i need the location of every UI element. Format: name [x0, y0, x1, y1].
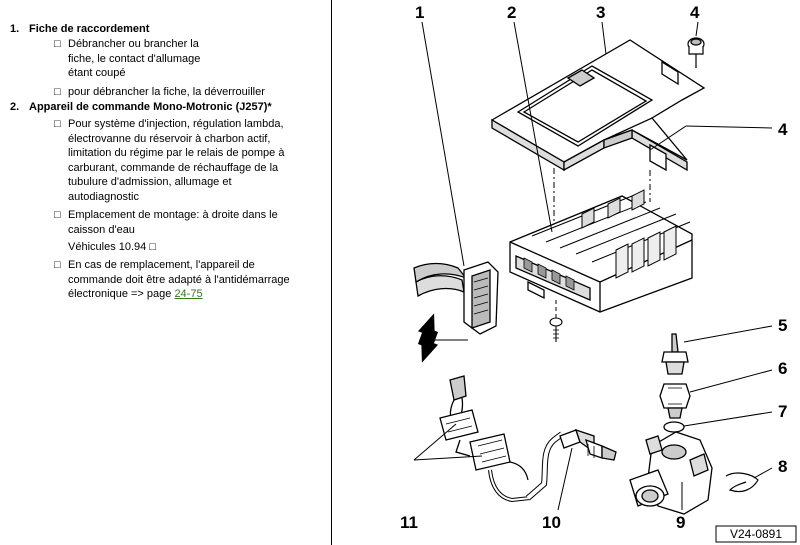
checkbox-icon: □ — [54, 86, 61, 98]
bullet-line: électrovanne du réservoir à charbon acti… — [68, 132, 271, 145]
vertical-divider — [331, 0, 332, 545]
bullet-line: tubulure d'admission, allumage et — [68, 176, 232, 188]
legend-item-title: Fiche de raccordement — [29, 23, 150, 35]
legend-bullet: □ En cas de remplacement, l'appareil de … — [54, 258, 326, 302]
bullet-line: électronique => page — [68, 288, 172, 300]
legend-bullet: Véhicules 10.94 □ — [68, 240, 340, 255]
legend-bullet: □ Emplacement de montage: à droite dans … — [54, 208, 326, 237]
connector-plug — [413, 261, 499, 335]
bullet-line: fiche, le contact d'allumage — [68, 52, 201, 65]
leader-lines — [413, 21, 773, 511]
checkbox-icon: □ — [54, 259, 61, 271]
callout-2: 2 — [507, 3, 516, 22]
legend-bullet: □ Pour système d'injection, régulation l… — [54, 117, 326, 204]
lambda-probe — [526, 428, 617, 501]
control-unit-body — [509, 189, 693, 313]
diagram-svg: 1 2 3 4 4 5 6 7 8 9 10 11 V24-0891 — [400, 3, 797, 543]
figure-reference-box — [715, 525, 797, 543]
callout-6: 6 — [778, 359, 787, 378]
callout-4-top: 4 — [690, 3, 700, 22]
bullet-line: caisson d'eau — [68, 223, 135, 236]
callout-10: 10 — [542, 513, 561, 532]
exploded-diagram: 1 2 3 4 4 5 6 7 8 9 10 11 V24-0891 — [332, 0, 800, 545]
bullet-line: Véhicules 10.94 — [68, 241, 147, 253]
bullet-line: Emplacement de montage: à droite dans le — [68, 209, 278, 221]
legend-item-number: 1. — [10, 23, 20, 35]
checkbox-icon: □ — [54, 118, 61, 130]
callout-3: 3 — [596, 3, 605, 22]
callout-9: 9 — [676, 513, 685, 532]
harness-connectors — [439, 375, 531, 503]
legend-item-title: Appareil de commande Mono-Motronic (J257… — [29, 101, 272, 113]
bullet-line: En cas de remplacement, l'appareil de — [68, 259, 255, 271]
legend-item-number: 2. — [10, 101, 20, 113]
bullet-line: Débrancher ou brancher la — [68, 38, 199, 50]
bullet-line: autodiagnostic — [68, 190, 139, 203]
callout-4-bracket: 4 — [778, 120, 788, 139]
screw-bottom — [549, 317, 563, 342]
bullet-line: Pour système d'injection, régulation lam… — [68, 118, 284, 130]
callout-8: 8 — [778, 457, 787, 476]
checkbox-icon: □ — [149, 241, 156, 253]
bullet-line: pour débrancher la fiche, la déverrouill… — [68, 86, 265, 98]
bullet-line: limitation du régime par le relais de po… — [68, 147, 285, 159]
checkbox-icon: □ — [54, 38, 61, 50]
bullet-line: étant coupé — [68, 67, 126, 79]
sensor-stack — [659, 333, 691, 433]
bolt-top — [687, 37, 705, 68]
callout-11: 11 — [400, 513, 418, 532]
legend-item-1-title: 1. Fiche de raccordement — [10, 22, 149, 37]
bullet-line: carburant, commande de réchauffage de la — [68, 161, 279, 174]
legend-panel: 1. Fiche de raccordement □ Débrancher ou … — [0, 0, 331, 545]
retaining-clip — [725, 472, 759, 493]
figure-reference: V24-0891 — [730, 527, 782, 541]
callout-7: 7 — [778, 402, 787, 421]
bracket-plate — [490, 39, 706, 172]
coolant-flange — [629, 431, 713, 515]
plug-direction-arrow — [417, 313, 468, 363]
legend-item-2-title: 2. Appareil de commande Mono-Motronic (J2… — [10, 100, 272, 115]
callout-1: 1 — [415, 3, 424, 22]
page-link-24-75[interactable]: 24-75 — [174, 288, 203, 300]
legend-bullet: □ pour débrancher la fiche, la déverroui… — [54, 85, 326, 100]
bullet-line: commande doit être adapté à l'antidémarr… — [68, 273, 290, 286]
legend-bullet: □ Débrancher ou brancher la fiche, le co… — [54, 37, 326, 81]
checkbox-icon: □ — [54, 209, 61, 221]
callout-5: 5 — [778, 316, 787, 335]
